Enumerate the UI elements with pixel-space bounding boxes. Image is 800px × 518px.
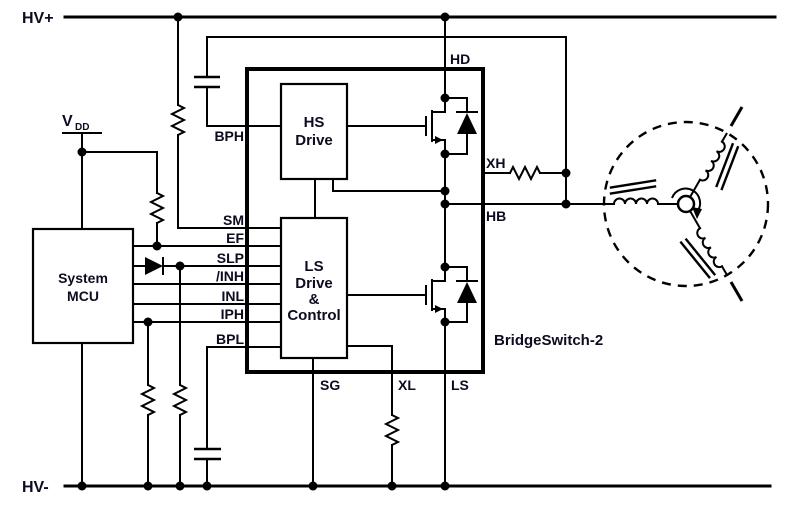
- vdd-label-subscript: DD: [75, 122, 89, 133]
- mcu-label-line1: System: [58, 270, 108, 286]
- iph-pulldown-resistor: [139, 384, 157, 416]
- hs-drive-box: [279, 82, 349, 181]
- slp-pulldown-resistor: [171, 384, 189, 416]
- motor: [602, 105, 770, 303]
- phase-stub-upper-right: [729, 105, 744, 128]
- pin-label-ls: LS: [451, 377, 469, 393]
- pin-label-hb: HB: [486, 208, 506, 224]
- rotation-arrow: [671, 187, 702, 219]
- junction-dots: [77, 12, 571, 491]
- ls-drive-line2: Drive: [295, 275, 333, 292]
- pin-label-xl: XL: [398, 377, 416, 393]
- phase-stub-lower-right: [729, 280, 744, 303]
- pin-label-xh: XH: [486, 155, 505, 171]
- hv-minus-label: HV-: [22, 479, 49, 496]
- motor-phase-upper-right: [688, 105, 749, 211]
- bpl-capacitor: [194, 447, 221, 461]
- xh-resistor: [509, 164, 541, 182]
- sm-pullup-resistor: [169, 104, 187, 136]
- bph-to-hb-wire: [206, 36, 567, 205]
- slp-diode: [145, 257, 164, 275]
- pin-label-ef: EF: [226, 230, 244, 246]
- ls-drive-line3: &: [309, 291, 320, 308]
- vdd-label: V: [62, 113, 73, 130]
- pin-label-slp: SLP: [217, 250, 244, 266]
- motor-phase-left: [603, 179, 680, 206]
- pin-label-inl: INL: [221, 288, 244, 304]
- ls-drive-box: [279, 216, 349, 360]
- xl-wire: [346, 345, 393, 416]
- pin-label-bpl: BPL: [216, 331, 244, 347]
- hs-body-diode: [444, 97, 478, 155]
- pin-label-iph: IPH: [221, 306, 244, 322]
- hv-plus-label: HV+: [22, 10, 54, 27]
- vdd-supply: V DD: [62, 113, 102, 230]
- bridgeswitch-box: [245, 67, 485, 374]
- xl-resistor: [383, 414, 401, 446]
- ls-mosfet: [425, 266, 446, 323]
- pin-label-bph: BPH: [214, 128, 244, 144]
- pin-label-sm: SM: [223, 212, 244, 228]
- vdd-branch-wire: [81, 151, 158, 194]
- motor-phase-lower-right: [668, 209, 744, 303]
- vdd-pullup-resistor-ef: [148, 192, 166, 224]
- bph-pin-wire: [206, 86, 282, 127]
- ls-body-diode: [444, 266, 478, 323]
- pin-label-inh: /INH: [216, 268, 244, 284]
- hs-drive-line2: Drive: [295, 132, 333, 149]
- motor-hub: [676, 194, 696, 214]
- hs-mosfet: [425, 97, 446, 155]
- ls-drive-line4: Control: [287, 307, 340, 324]
- system-mcu-box: [31, 227, 135, 345]
- pin-label-sg: SG: [320, 377, 340, 393]
- bph-capacitor: [194, 75, 220, 89]
- ls-drive-line1: LS: [304, 258, 323, 275]
- hs-source-ref-wire: [332, 178, 446, 192]
- bridgeswitch-label: BridgeSwitch-2: [494, 332, 603, 349]
- bpl-pin-wire: [206, 346, 282, 450]
- hs-drive-line1: HS: [304, 114, 325, 131]
- mcu-label-line2: MCU: [67, 288, 99, 304]
- pin-label-hd: HD: [450, 51, 470, 67]
